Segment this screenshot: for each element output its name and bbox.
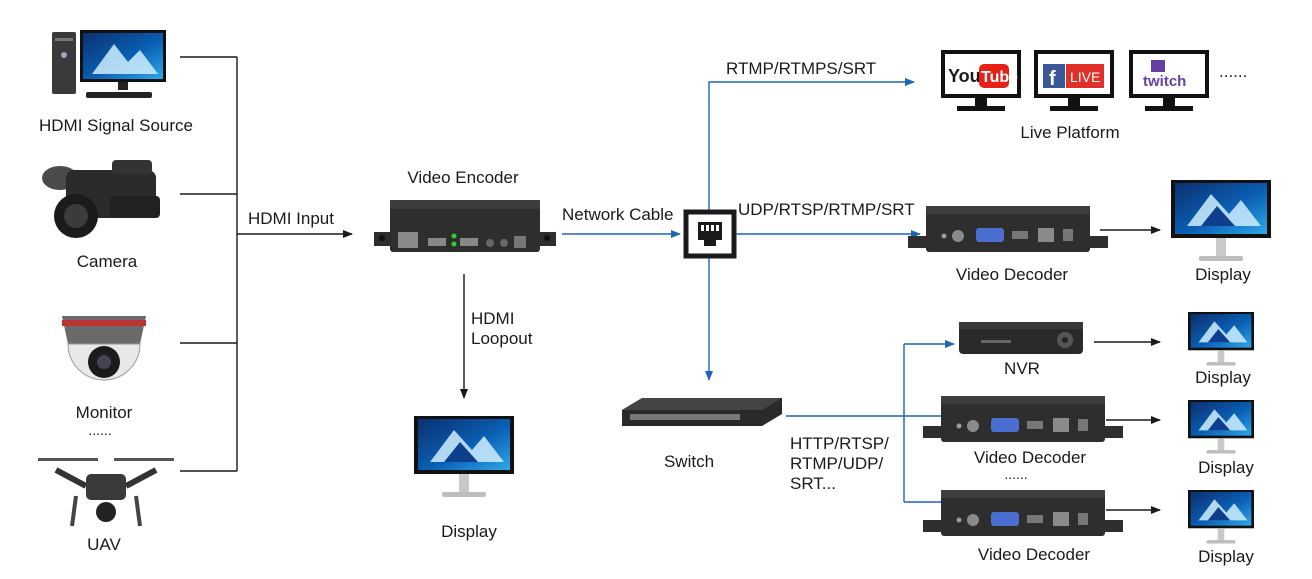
nvr-label: NVR — [1004, 359, 1040, 378]
nvr-display-label: Display — [1195, 368, 1251, 387]
decoder-mid-display-label: Display — [1198, 458, 1254, 477]
camera-label: Camera — [76, 252, 138, 271]
camcorder-icon — [42, 160, 160, 238]
uav-label: UAV — [87, 535, 121, 554]
video-decoder-top-icon — [908, 206, 1108, 252]
nvr-icon — [959, 322, 1083, 354]
youtube-logo: You Tube — [948, 64, 1018, 88]
network-cable-label: Network Cable — [562, 205, 674, 224]
monitor-label: Monitor — [75, 403, 133, 422]
svg-text:f: f — [1049, 68, 1056, 90]
hdmi-loopout-label: HDMI Loopout — [471, 309, 533, 348]
drone-icon — [38, 458, 174, 527]
decoder-bottom-display-label: Display — [1198, 547, 1254, 566]
video-decoder-mid-icon — [923, 396, 1123, 442]
svg-text:Tube: Tube — [981, 69, 1018, 86]
monitor-ellipsis: ...... — [88, 422, 112, 438]
video-encoder-label: Video Encoder — [407, 168, 519, 187]
rtmp-rtmps-srt-label: RTMP/RTMPS/SRT — [726, 59, 877, 78]
nvr-display-icon — [1188, 312, 1254, 366]
loopout-display-label: Display — [441, 522, 497, 541]
hdmi-signal-source-label: HDMI Signal Source — [38, 116, 194, 135]
ethernet-port-icon — [683, 209, 737, 259]
decoder-top-display-icon — [1171, 180, 1271, 261]
video-decoder-bottom-label: Video Decoder — [977, 545, 1091, 564]
facebook-live-logo: f LIVE — [1043, 64, 1104, 90]
twitch-logo: twitch — [1143, 60, 1186, 90]
live-platform-more: ...... — [1219, 62, 1248, 81]
video-decoder-mid-label: Video Decoder — [973, 448, 1087, 467]
video-decoder-bottom-icon — [923, 490, 1123, 536]
decoder-top-display-label: Display — [1195, 265, 1251, 284]
hdmi-input-label: HDMI Input — [248, 209, 334, 228]
live-platform-arrow — [708, 78, 915, 210]
svg-text:LIVE: LIVE — [1070, 69, 1100, 85]
switch-icon — [622, 398, 782, 426]
sources-bracket — [180, 56, 238, 472]
dome-camera-icon — [62, 316, 146, 381]
video-decoder-top-label: Video Decoder — [955, 265, 1069, 284]
live-platform-label: Live Platform — [1020, 123, 1120, 142]
decoder-bottom-display-icon — [1188, 490, 1254, 544]
decoder-ellipsis: ...... — [1004, 466, 1028, 482]
loopout-display-icon — [414, 416, 514, 497]
switch-label: Switch — [663, 452, 715, 471]
video-encoder-icon — [374, 200, 556, 252]
udp-rtsp-rtmp-srt-label: UDP/RTSP/RTMP/SRT — [738, 200, 915, 219]
decoder-mid-display-icon — [1188, 400, 1254, 454]
svg-text:twitch: twitch — [1143, 73, 1186, 90]
pc-icon — [52, 30, 166, 98]
svg-text:You: You — [948, 66, 981, 86]
http-rtsp-rtmp-udp-srt-label: HTTP/RTSP/ RTMP/UDP/ SRT... — [790, 434, 889, 493]
